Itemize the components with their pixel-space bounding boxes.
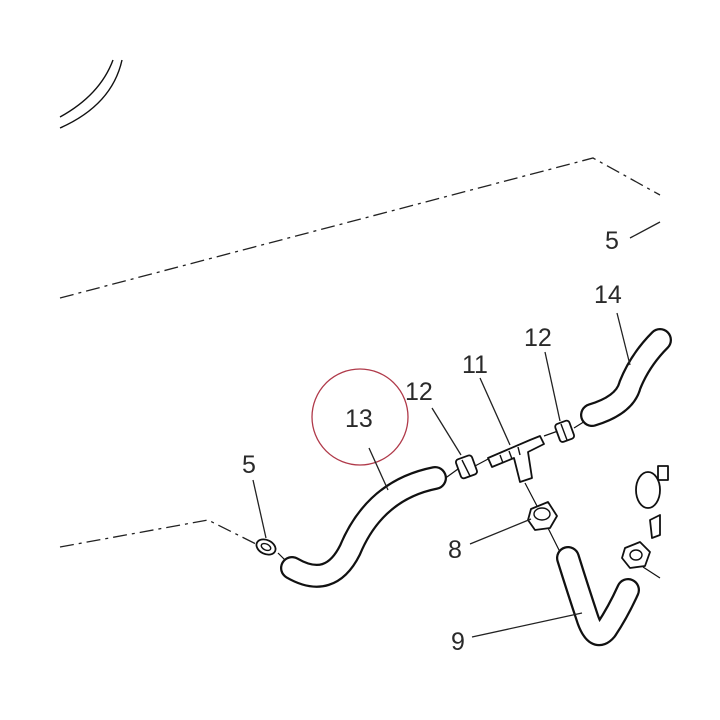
callout-5-right: 5	[605, 227, 619, 255]
callout-11: 11	[462, 351, 488, 379]
callout-12-left: 12	[405, 378, 433, 406]
callout-14: 14	[594, 281, 622, 309]
clamp-5-left	[255, 538, 277, 556]
callout-labels: 5 14 12 11 12 13 5 8 9	[242, 227, 622, 656]
tube-top-left	[59, 59, 123, 129]
partial-fittings-right	[621, 465, 669, 569]
hose-9	[556, 546, 640, 647]
t-joint-11	[487, 435, 545, 483]
hose-14	[580, 328, 672, 427]
phantom-outline-lines	[59, 157, 661, 548]
clamp-12-left	[455, 454, 478, 480]
callout-12-right: 12	[524, 324, 552, 352]
fitting-8	[527, 501, 558, 531]
hose-13	[280, 466, 447, 588]
clamp-12-right	[554, 419, 575, 443]
callout-13-highlight	[311, 368, 409, 466]
callout-8: 8	[448, 536, 462, 564]
callout-9: 9	[451, 628, 465, 656]
callout-13: 13	[345, 405, 373, 433]
callout-5-left: 5	[242, 451, 256, 479]
leader-lines	[252, 221, 661, 638]
